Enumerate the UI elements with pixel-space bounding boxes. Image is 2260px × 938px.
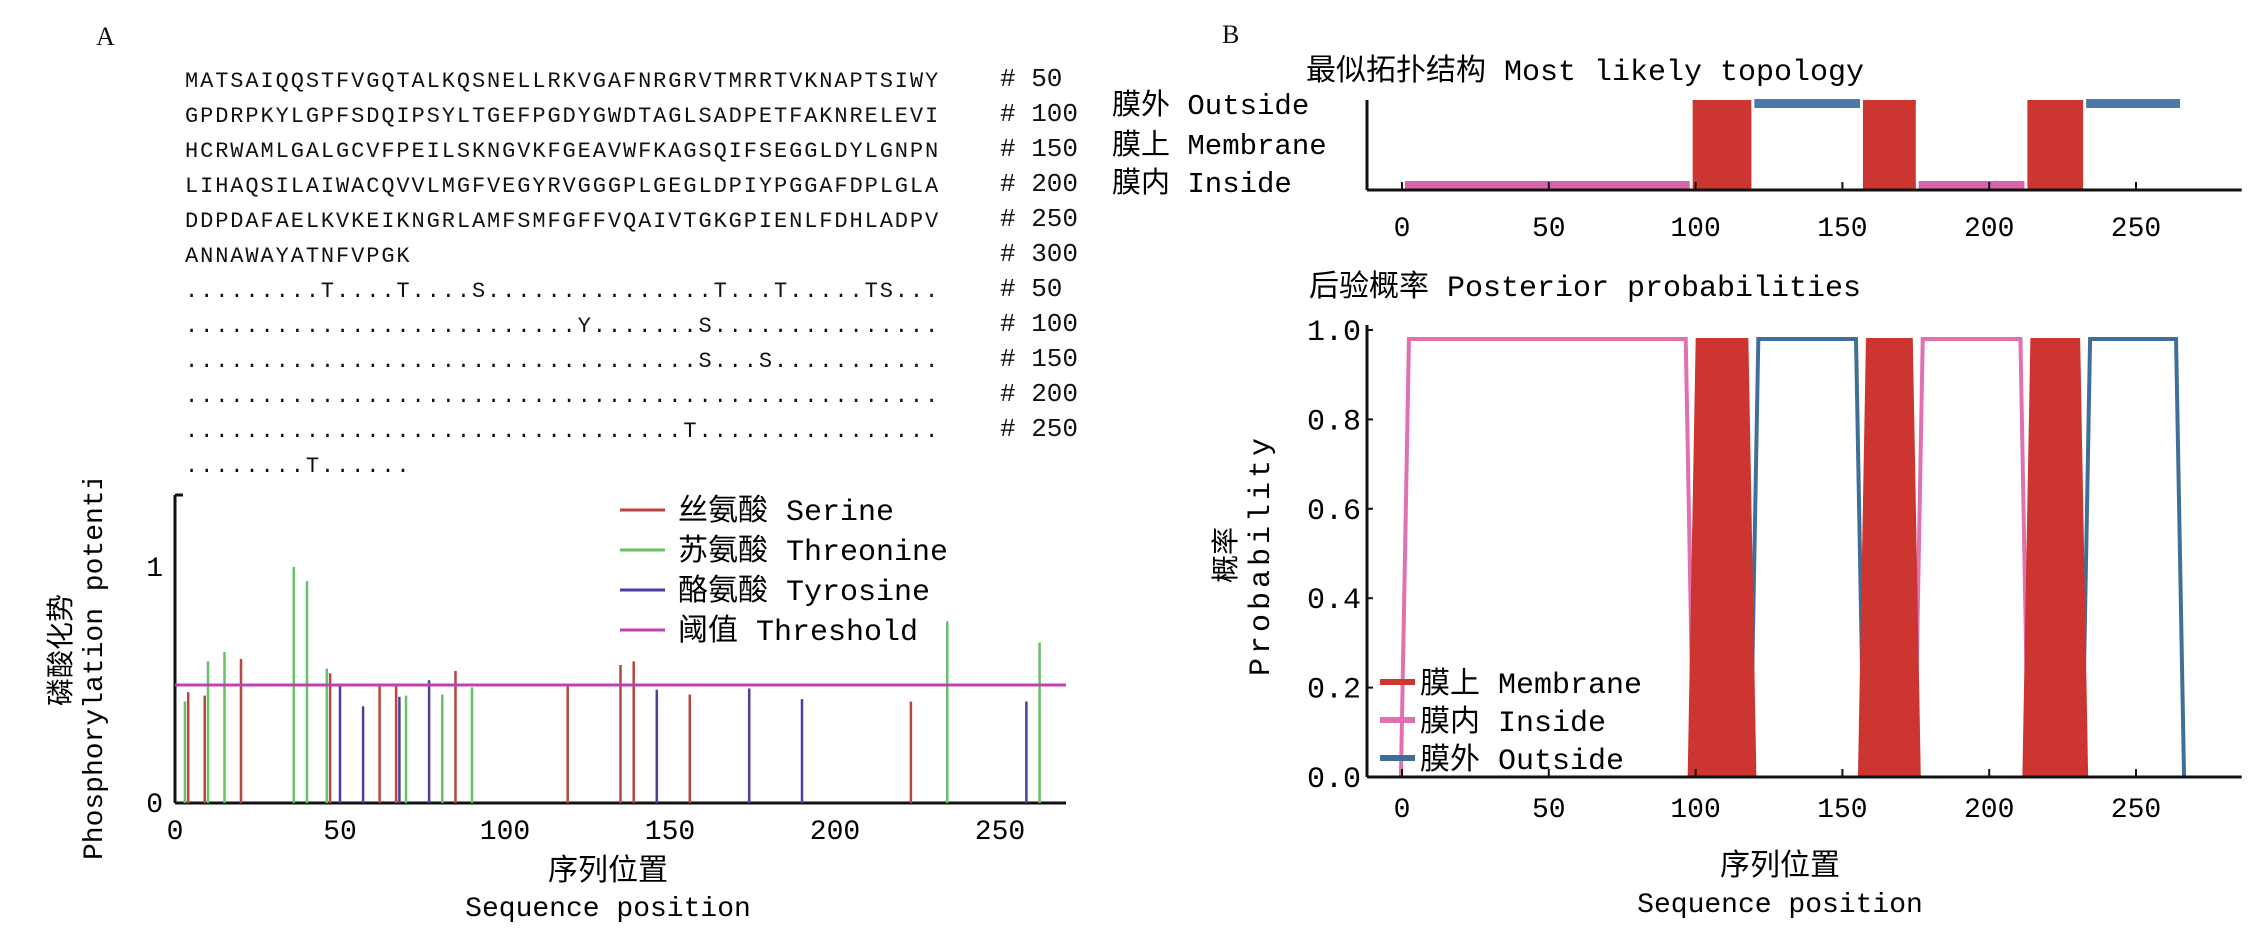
- y-tick-label: 0.4: [1307, 584, 1361, 618]
- x-tick-label: 150: [645, 817, 695, 848]
- outside-segment: [2086, 99, 2181, 108]
- x-tick-label: 0: [1394, 795, 1411, 826]
- sequence-line-number: # 50: [1000, 64, 1063, 94]
- posterior-probability-chart: 后验概率 Posterior probabilities 0.0 0.2 0.4 0.6…: [1210, 270, 2242, 921]
- x-tick-label: 100: [1670, 214, 1720, 245]
- inside-line: [1912, 336, 2031, 778]
- topology-level-label: 膜内 Inside: [1112, 166, 1292, 201]
- x-tick-label: 200: [1964, 795, 2014, 826]
- membrane-segment: [2027, 100, 2084, 190]
- x-axis-label: Sequence position: [465, 894, 751, 925]
- legend-label-outside: 膜外 Outside: [1420, 743, 1624, 779]
- x-tick-label: 50: [1532, 795, 1566, 826]
- y-tick-label: 0.0: [1307, 763, 1361, 797]
- topology-level-label: 膜外 Outside: [1112, 88, 1309, 123]
- sequence-line-number: # 150: [1000, 134, 1079, 164]
- site-line-number: # 150: [1000, 344, 1079, 374]
- x-tick-label: 200: [810, 817, 860, 848]
- x-tick-label: 150: [1817, 214, 1867, 245]
- site-line: ..................................S...S.…: [185, 349, 941, 374]
- x-axis-label-cn: 序列位置: [548, 854, 668, 890]
- panel-b-label: B: [1222, 20, 1240, 49]
- membrane-area: [1687, 337, 1757, 778]
- phosphorylation-chart: 0 50 100 150 200 250 0 1 丝氨酸 Serine 苏氨酸 Threonine…: [45, 480, 1066, 925]
- site-line: .................................T......…: [185, 419, 941, 444]
- x-tick-label: 0: [167, 817, 184, 848]
- x-tick-label: 50: [1532, 214, 1566, 245]
- y-tick-label: 0.8: [1307, 405, 1361, 439]
- sequence-line: HCRWAMLGALGCVFPEILSKNGVKFGEAVWFKAGSQIFSE…: [185, 139, 941, 164]
- y-tick-label: 0.2: [1307, 674, 1361, 708]
- x-tick-label: 50: [323, 817, 357, 848]
- x-tick-label: 100: [480, 817, 530, 848]
- inside-segment: [1404, 181, 1690, 190]
- x-tick-label: 200: [1964, 214, 2014, 245]
- y-tick-label: 0.6: [1307, 495, 1361, 529]
- legend-label-threonine: 苏氨酸 Threonine: [678, 534, 948, 570]
- posterior-title: 后验概率 Posterior probabilities: [1309, 270, 1861, 306]
- y-axis-label: Probability: [1245, 434, 1279, 676]
- sequence-line: LIHAQSILAIWACQVVLMGFVEGYRVGGGPLGEGLDPIYP…: [185, 174, 941, 199]
- site-line-number: # 250: [1000, 414, 1079, 444]
- x-tick-label: 150: [1817, 795, 1867, 826]
- x-tick-label: 250: [975, 817, 1025, 848]
- site-line: ........T......: [185, 454, 412, 479]
- sequence-line: ANNAWAYATNFVPGK: [185, 244, 412, 269]
- x-tick-label: 250: [2111, 795, 2161, 826]
- inside-line: [1398, 336, 1696, 778]
- outside-line: [2080, 336, 2187, 778]
- x-axis-label: Sequence position: [1637, 890, 1923, 921]
- y-axis-label-cn: 磷酸化势: [45, 594, 79, 706]
- sequence-line: DDPDAFAELKVKEIKNGRLAMFSMFGFFVQAIVTGKGPIE…: [185, 209, 941, 234]
- membrane-segment: [1692, 100, 1752, 190]
- y-tick-label: 1: [146, 554, 163, 585]
- y-axis-label-cn: 概率: [1210, 527, 1244, 583]
- x-tick-label: 100: [1670, 795, 1720, 826]
- x-tick-label: 0: [1394, 214, 1411, 245]
- membrane-area: [2022, 337, 2089, 778]
- site-line: ..........................Y.......S.....…: [185, 314, 941, 339]
- legend-label-threshold: 阈值 Threshold: [678, 614, 918, 650]
- outside-segment: [1754, 99, 1861, 108]
- topology-title: 最似拓扑结构 Most likely topology: [1306, 54, 1864, 90]
- x-axis-label-cn: 序列位置: [1720, 849, 1840, 885]
- sequence-line-number: # 200: [1000, 169, 1079, 199]
- legend-label-tyrosine: 酪氨酸 Tyrosine: [678, 574, 930, 610]
- membrane-segment: [1862, 100, 1916, 190]
- legend-label-serine: 丝氨酸 Serine: [678, 494, 894, 530]
- sequence-line: GPDRPKYLGPFSDQIPSYLTGEFPGDYGWDTAGLSADPET…: [185, 104, 941, 129]
- sequence-line-number: # 250: [1000, 204, 1079, 234]
- y-tick-label: 0: [146, 790, 163, 821]
- site-line: ........................................…: [185, 384, 941, 409]
- x-tick-label: 250: [2111, 214, 2161, 245]
- site-line-number: # 200: [1000, 379, 1079, 409]
- membrane-area: [1857, 337, 1921, 778]
- topology-level-label: 膜上 Membrane: [1112, 128, 1327, 163]
- sequence-line: MATSAIQQSTFVGQTALKQSNELLRKVGAFNRGRVTMRRT…: [185, 69, 941, 94]
- y-tick-label: 1.0: [1307, 316, 1361, 350]
- legend-label-membrane: 膜上 Membrane: [1420, 667, 1642, 703]
- sequence-line-number: # 300: [1000, 239, 1079, 269]
- inside-segment: [1918, 181, 2025, 190]
- site-line: .........T....T....S...............T...T…: [185, 279, 941, 304]
- y-axis-label: Phosphorylation potential: [80, 480, 111, 860]
- legend-label-inside: 膜内 Inside: [1420, 705, 1606, 741]
- panel-a-label: A: [96, 22, 115, 51]
- sequence-line-number: # 100: [1000, 99, 1079, 129]
- outside-line: [1748, 336, 1867, 778]
- site-line-number: # 50: [1000, 274, 1063, 304]
- site-line-number: # 100: [1000, 309, 1079, 339]
